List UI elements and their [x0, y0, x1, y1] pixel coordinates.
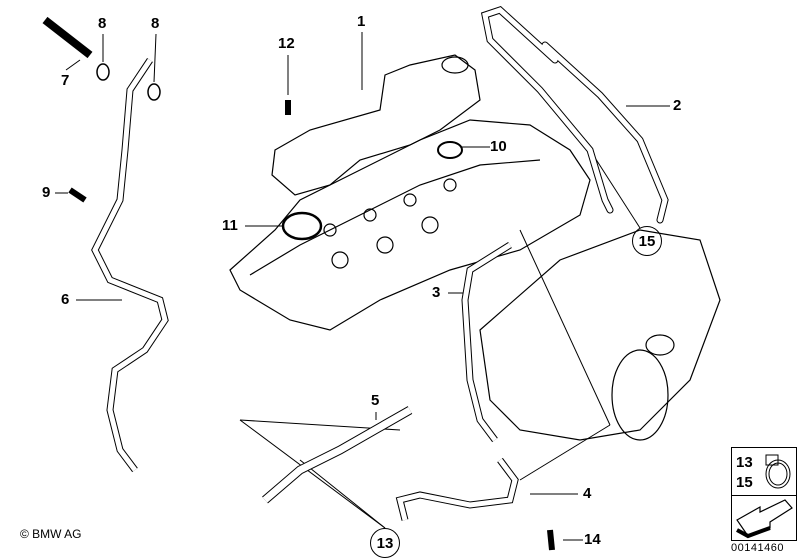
- legend-divider: [732, 495, 796, 496]
- legend-label-15: 15: [736, 474, 753, 491]
- circled-callout-15: 15: [632, 226, 662, 256]
- callout-5: 5: [371, 392, 380, 409]
- callout-8b: 8: [151, 15, 160, 32]
- cylinder-head-cover: [229, 119, 591, 331]
- arrow-icon: [736, 499, 793, 539]
- callout-3: 3: [432, 284, 441, 301]
- o-ring-11: [281, 211, 323, 241]
- copyright: © BMW AG: [20, 527, 82, 541]
- image-code: 00141460: [731, 542, 784, 554]
- leader-lines: [55, 32, 670, 541]
- callout-11: 11: [222, 217, 238, 234]
- intake-manifold: [479, 229, 721, 441]
- callout-2: 2: [673, 97, 682, 114]
- callout-14: 14: [584, 531, 601, 548]
- callout-9: 9: [42, 184, 51, 201]
- callout-12: 12: [278, 35, 295, 52]
- callout-10: 10: [490, 138, 507, 155]
- callout-7: 7: [61, 72, 70, 89]
- circled-callout-13: 13: [370, 528, 400, 558]
- callout-1: 1: [357, 13, 366, 30]
- hose-2: [480, 6, 669, 224]
- legend-label-13: 13: [736, 454, 753, 471]
- hose-clamp-icon: [765, 454, 791, 489]
- callout-4: 4: [583, 485, 592, 502]
- oil-separator-cover: [271, 54, 481, 196]
- callout-6: 6: [61, 291, 70, 308]
- seal-10: [437, 141, 463, 159]
- callout-8a: 8: [98, 15, 107, 32]
- legend-box: 13 15: [731, 447, 797, 541]
